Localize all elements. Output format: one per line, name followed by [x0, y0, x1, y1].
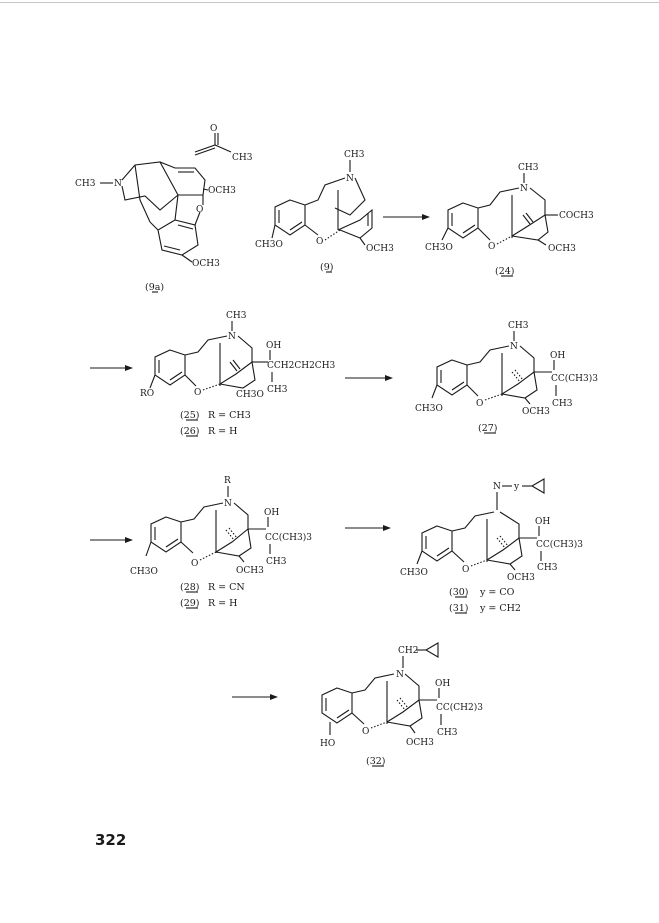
legend-28-num: (28) — [180, 582, 200, 593]
structure-27: CH3 N CH3O O OH CC(CH3)3 CH3 OCH3 (27) — [415, 321, 598, 434]
structure-24: CH3 N CH3O O COCH3 OCH3 (24) — [425, 163, 594, 277]
s32-ome: OCH3 — [406, 738, 434, 748]
legend-28-r: R = CN — [208, 582, 245, 593]
s28-o-bridge: O — [191, 559, 198, 569]
s9-ome-left: CH3O — [255, 240, 283, 250]
s25-ro: RO — [140, 389, 154, 399]
s9-label: (9) — [320, 262, 333, 273]
s30-side-methyl: CH3 — [537, 563, 558, 573]
s32-label: (32) — [366, 756, 386, 767]
s30-n-atom: N — [493, 482, 501, 492]
s9a-ketone-o: O — [210, 124, 217, 134]
legend-29-num: (29) — [180, 598, 200, 609]
s27-oh: OH — [550, 351, 565, 361]
legend-30-y: y = CO — [479, 587, 515, 598]
s24-acetyl: COCH3 — [559, 211, 594, 221]
legend-25-r: R = CH3 — [208, 410, 251, 421]
s24-label: (24) — [495, 266, 515, 277]
structure-25-26: CH3 N RO O OH CCH2CH2CH3 CH3 CH3O (25) R… — [140, 311, 336, 437]
s27-side-chain: CC(CH3)3 — [551, 373, 598, 384]
s9-ome-right: OCH3 — [366, 244, 394, 254]
s32-n-ch2: CH2 — [398, 646, 418, 656]
s27-label: (27) — [478, 423, 498, 434]
s30-ome-left: CH3O — [400, 568, 428, 578]
s32-cyclopropyl — [424, 642, 439, 658]
legend-29-r: R = H — [208, 598, 237, 609]
structure-9a: O CH3 CH3 N OCH3 O OCH3 (9a) — [75, 124, 253, 293]
s25-side-chain: CCH2CH2CH3 — [267, 361, 336, 371]
s25-side-methyl: CH3 — [267, 385, 288, 395]
s32-ho: HO — [320, 739, 335, 749]
s27-side-methyl: CH3 — [552, 399, 573, 409]
s28-n-sub: R — [224, 476, 231, 486]
s9-n-atom: N — [346, 174, 354, 184]
s32-n-atom: N — [396, 670, 404, 680]
s30-o-bridge: O — [462, 565, 469, 575]
s25-oh: OH — [266, 341, 281, 351]
s28-side-methyl: CH3 — [266, 557, 287, 567]
s9a-ome-lower: OCH3 — [192, 259, 220, 269]
s24-o-bridge: O — [488, 242, 495, 252]
s27-ome-right: OCH3 — [522, 407, 550, 417]
s9a-label: (9a) — [145, 282, 164, 293]
s28-oh: OH — [264, 508, 279, 518]
s30-cyclopropyl — [530, 478, 545, 494]
s27-n-methyl: CH3 — [508, 321, 529, 331]
legend-26-num: (26) — [180, 426, 200, 437]
s24-n-atom: N — [520, 184, 528, 194]
s30-side-chain: CC(CH3)3 — [536, 539, 583, 550]
s28-ome-left: CH3O — [130, 567, 158, 577]
structure-9: CH3 N CH3O O OCH3 (9) — [255, 150, 394, 273]
s32-side-methyl: CH3 — [437, 728, 458, 738]
s9-o-bridge: O — [316, 237, 323, 247]
s32-o-bridge: O — [362, 727, 369, 737]
s28-side-chain: CC(CH3)3 — [265, 532, 312, 543]
structure-32: CH2 N HO O OH CC(CH2)3 CH3 OCH3 (32) — [320, 642, 483, 767]
s9a-n-methyl: CH3 — [75, 179, 96, 189]
s9-n-methyl: CH3 — [344, 150, 365, 160]
s25-o-bridge: O — [194, 388, 201, 398]
s25-n-methyl: CH3 — [226, 311, 247, 321]
s25-ome: CH3O — [236, 390, 264, 400]
page-top-rule — [0, 2, 659, 3]
page-number: 322 — [95, 831, 127, 849]
structure-30-31: N y CH3O O OH CC(CH3)3 CH3 OCH3 (30) y =… — [400, 478, 583, 614]
s9a-n-atom: N — [114, 179, 122, 189]
s30-ome-right: OCH3 — [507, 573, 535, 583]
s30-oh: OH — [535, 517, 550, 527]
s24-ome-right: OCH3 — [548, 244, 576, 254]
s28-n-atom: N — [224, 499, 232, 509]
s24-ome-left: CH3O — [425, 243, 453, 253]
s28-ome-right: OCH3 — [236, 566, 264, 576]
s9a-o-bridge: O — [196, 205, 203, 215]
s30-y-linker: y — [513, 482, 520, 492]
s32-side-chain: CC(CH2)3 — [436, 702, 483, 713]
legend-31-y: y = CH2 — [479, 603, 521, 614]
structure-28-29: R N CH3O O OH CC(CH3)3 CH3 OCH3 (28) R =… — [130, 476, 312, 609]
legend-30-num: (30) — [449, 587, 469, 598]
s24-n-methyl: CH3 — [518, 163, 539, 173]
s27-o-bridge: O — [476, 399, 483, 409]
legend-31-num: (31) — [449, 603, 469, 614]
s9a-ketone-methyl: CH3 — [232, 153, 253, 163]
s9a-ome-upper: OCH3 — [208, 186, 236, 196]
legend-25-num: (25) — [180, 410, 200, 421]
s27-ome-left: CH3O — [415, 404, 443, 414]
legend-26-r: R = H — [208, 426, 237, 437]
s27-n-atom: N — [510, 342, 518, 352]
s25-n-atom: N — [228, 332, 236, 342]
s32-oh: OH — [435, 679, 450, 689]
